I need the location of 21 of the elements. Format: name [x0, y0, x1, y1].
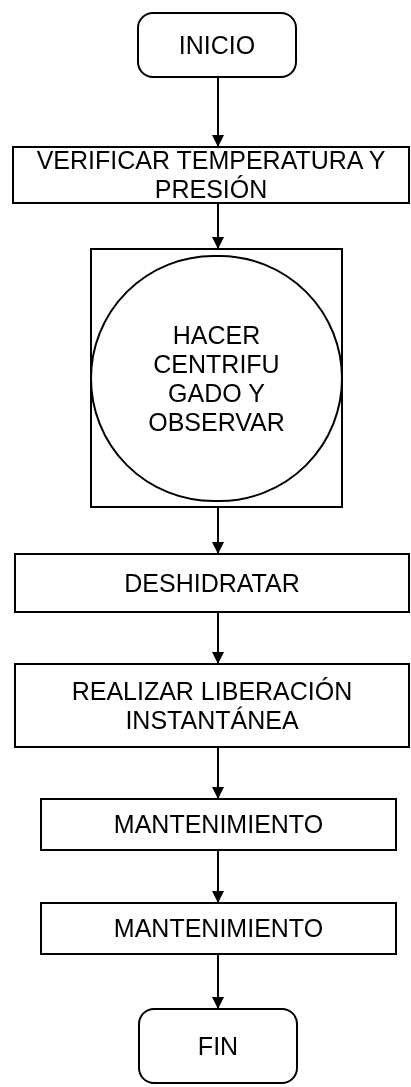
node-label: VERIFICAR TEMPERATURA Y PRESIÓN	[35, 146, 387, 204]
node-label: FIN	[197, 1031, 239, 1061]
arrow	[212, 612, 224, 664]
terminal-box	[138, 1008, 298, 1084]
arrow	[212, 850, 224, 903]
process-box	[40, 902, 397, 955]
node-label: DESHIDRATAR	[124, 568, 300, 598]
terminal-box	[137, 12, 297, 78]
process-box	[14, 663, 410, 748]
process-box	[14, 553, 410, 613]
node-label: MANTENIMIENTO	[113, 810, 324, 839]
arrow	[212, 507, 224, 554]
node-label: HACER CENTRIFU GADO Y OBSERVAR	[147, 320, 286, 437]
process-box	[40, 798, 397, 851]
node-label: INICIO	[178, 30, 256, 60]
node-label: MANTENIMIENTO	[113, 914, 324, 943]
arrow	[212, 203, 224, 249]
node-label: REALIZAR LIBERACIÓN INSTANTÁNEA	[70, 676, 354, 735]
arrow	[212, 747, 224, 799]
arrow	[212, 954, 224, 1009]
arrow	[212, 77, 224, 147]
